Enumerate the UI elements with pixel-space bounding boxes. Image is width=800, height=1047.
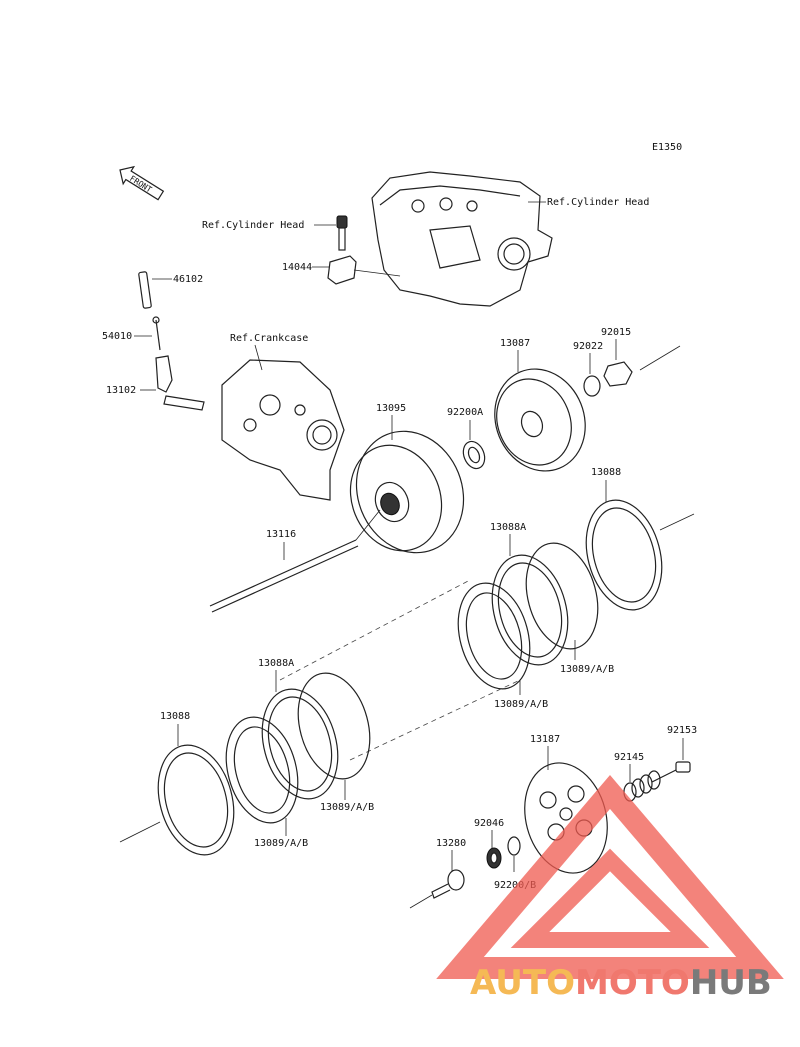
- pushrod-13280: [431, 869, 465, 899]
- label-ref-cylinder-head-top: Ref.Cylinder Head: [547, 197, 649, 208]
- washer-92022: [583, 375, 601, 397]
- steel-plate-left-b: [297, 672, 371, 780]
- label-ref-cylinder-head-left: Ref.Cylinder Head: [202, 220, 304, 231]
- watermark-word-hub: HUB: [690, 963, 772, 1003]
- label-92022: 92022: [573, 341, 603, 352]
- steel-plate-right: [525, 542, 599, 650]
- steel-plate-middle: [457, 582, 531, 690]
- clutch-housing-13095: [349, 430, 465, 554]
- label-13102: 13102: [106, 385, 136, 396]
- watermark-word-moto: MOTO: [575, 963, 690, 1003]
- label-13089-left-a: 13089/A/B: [254, 838, 308, 849]
- label-14044: 14044: [282, 262, 312, 273]
- watermark-logo-icon: [436, 775, 784, 979]
- label-13088A-right: 13088A: [490, 522, 526, 533]
- label-92145: 92145: [614, 752, 644, 763]
- part-54010: [155, 319, 161, 351]
- label-92200A: 92200A: [447, 407, 483, 418]
- bolt-part: [336, 215, 348, 251]
- gear-13087: [494, 368, 586, 472]
- friction-plate-13088-right: [585, 499, 663, 611]
- bolt-92153: [651, 761, 691, 783]
- label-13187: 13187: [530, 734, 560, 745]
- label-92046: 92046: [474, 818, 504, 829]
- front-arrow-icon: FRONT: [119, 165, 165, 201]
- label-92153: 92153: [667, 725, 697, 736]
- label-13280: 13280: [436, 838, 466, 849]
- nut-92015: [603, 361, 633, 387]
- spring-92145: [623, 770, 661, 802]
- cylinder-head: [371, 171, 553, 307]
- label-13089-right: 13089/A/B: [560, 664, 614, 675]
- label-13088-left: 13088: [160, 711, 190, 722]
- label-13095: 13095: [376, 403, 406, 414]
- shaft-13116: [209, 509, 381, 613]
- friction-plate-13088A-left: [261, 688, 339, 800]
- bracket-14044: [327, 255, 357, 285]
- watermark-word-auto: AUTO: [470, 963, 575, 1003]
- label-13088-right: 13088: [591, 467, 621, 478]
- part-46102: [138, 271, 152, 309]
- label-54010: 54010: [102, 331, 132, 342]
- label-46102: 46102: [173, 274, 203, 285]
- label-13116: 13116: [266, 529, 296, 540]
- label-13087: 13087: [500, 338, 530, 349]
- label-92015: 92015: [601, 327, 631, 338]
- diagram-code: E1350: [652, 142, 682, 153]
- washer-92200B: [507, 836, 521, 856]
- washer-92200A: [462, 440, 486, 470]
- label-13089-left-b: 13089/A/B: [320, 802, 374, 813]
- friction-plate-13088-left: [157, 744, 235, 856]
- label-13089-middle: 13089/A/B: [494, 699, 548, 710]
- shaft-13102: [155, 355, 205, 411]
- crankcase: [221, 359, 345, 501]
- label-13088A-left: 13088A: [258, 658, 294, 669]
- friction-plate-13088A-right: [491, 554, 569, 666]
- label-ref-crankcase: Ref.Crankcase: [230, 333, 308, 344]
- steel-plate-left-a: [225, 716, 299, 824]
- label-92200B: 92200/B: [494, 880, 536, 891]
- watermark-text: AUTOMOTOHUB: [470, 963, 772, 1003]
